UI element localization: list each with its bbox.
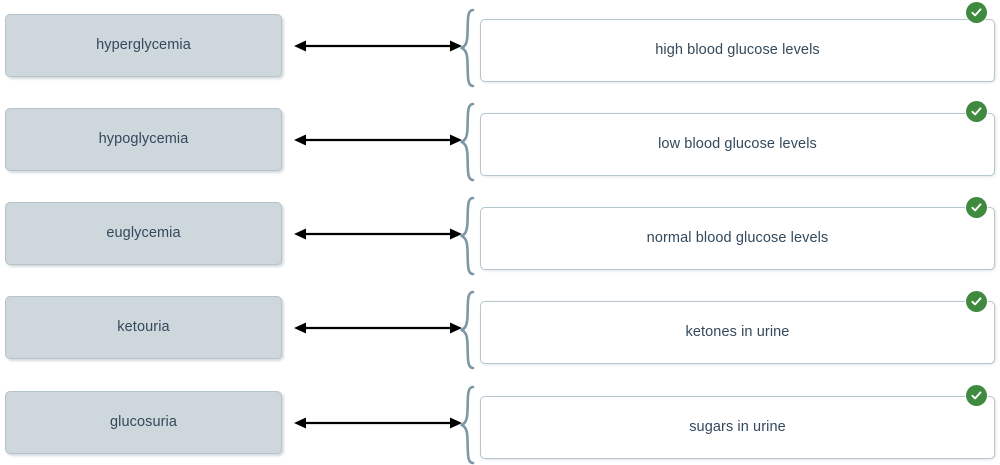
curly-brace-icon [460,196,478,276]
definition-label: ketones in urine [685,323,790,340]
double-arrow-icon [294,296,462,359]
match-row: hypoglycemia low blood glucose levels [0,101,1000,182]
definition-card-3[interactable]: normal blood glucose levels [480,207,995,270]
curly-brace-icon [460,385,478,465]
double-arrow-icon [294,202,462,265]
definition-card-5[interactable]: sugars in urine [480,396,995,459]
check-circle-icon [966,291,987,312]
curly-brace-icon [460,102,478,182]
curly-brace-icon [460,290,478,370]
match-row: hyperglycemia high blood glucose levels [0,2,1000,88]
check-circle-icon [966,101,987,122]
check-circle-icon [966,2,987,23]
double-arrow-icon [294,14,462,77]
term-label: hypoglycemia [98,130,189,147]
match-row: glucosuria sugars in urine [0,385,1000,465]
term-card-3[interactable]: euglycemia [5,202,282,265]
definition-label: high blood glucose levels [655,41,820,58]
match-row: euglycemia normal blood glucose levels [0,196,1000,276]
definition-card-2[interactable]: low blood glucose levels [480,113,995,176]
check-circle-icon [966,385,987,406]
definition-label: low blood glucose levels [658,135,817,152]
term-label: euglycemia [106,224,181,241]
check-circle-icon [966,197,987,218]
term-label: glucosuria [109,413,178,430]
definition-card-4[interactable]: ketones in urine [480,301,995,364]
term-card-4[interactable]: ketouria [5,296,282,359]
term-card-2[interactable]: hypoglycemia [5,108,282,171]
term-card-1[interactable]: hyperglycemia [5,14,282,77]
term-label: ketouria [117,318,170,335]
double-arrow-icon [294,108,462,171]
double-arrow-icon [294,391,462,454]
term-card-5[interactable]: glucosuria [5,391,282,454]
term-label: hyperglycemia [96,36,191,53]
definition-label: sugars in urine [689,418,786,435]
match-row: ketouria ketones in urine [0,290,1000,370]
definition-label: normal blood glucose levels [646,229,829,246]
definition-card-1[interactable]: high blood glucose levels [480,19,995,82]
curly-brace-icon [460,8,478,88]
